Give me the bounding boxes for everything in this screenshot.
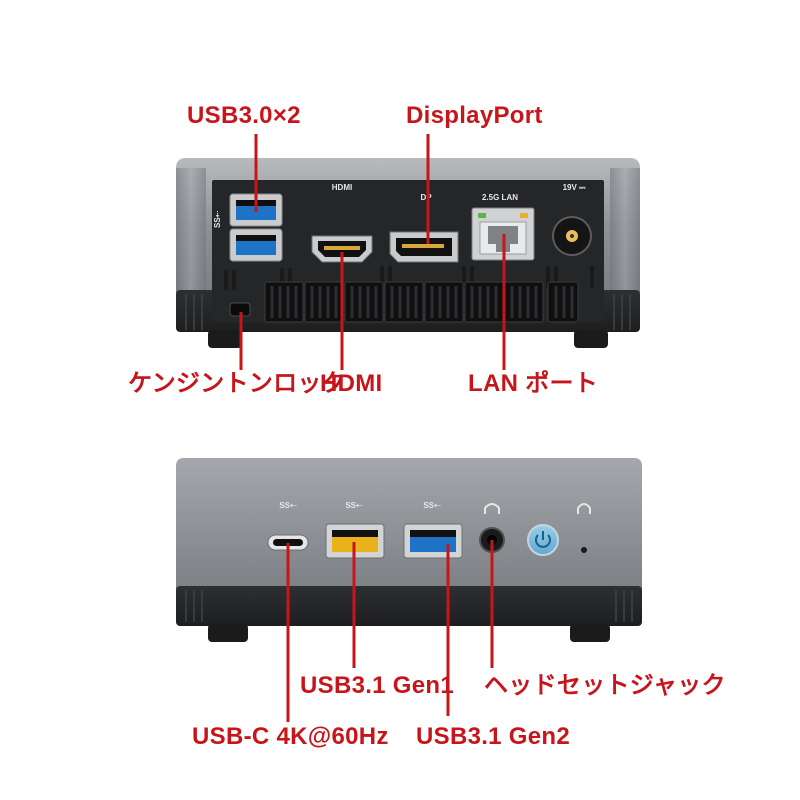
headphone-icon xyxy=(484,503,500,514)
front-usb31-gen1-port: SS⇠ xyxy=(325,501,385,559)
front-ss-usb-icon-2: SS⇠ xyxy=(423,501,441,510)
rear-dc-in: 19V ⎓ xyxy=(552,183,592,256)
callout-headset-jack: ヘッドセットジャック xyxy=(484,672,726,699)
callout-lan-port: LAN ポート xyxy=(468,370,599,397)
callout-usb30x2: USB3.0×2 xyxy=(187,102,301,129)
front-foot-left xyxy=(208,624,248,642)
callout-kensington-lock: ケンジントンロック xyxy=(128,370,346,397)
rear-displayport: DP xyxy=(389,193,459,263)
rear-dc-label: 19V ⎓ xyxy=(563,183,586,192)
rear-view: SS⇠ HDMI DP 2.5G LAN 19V ⎓ xyxy=(176,158,640,348)
mic-icon xyxy=(577,503,591,514)
callout-hdmi: HDMI xyxy=(320,370,383,397)
callout-usb31-gen1: USB3.1 Gen1 xyxy=(300,672,455,699)
front-ss-usbc-icon: SS⇠ xyxy=(279,501,297,510)
rear-hdmi-label: HDMI xyxy=(332,183,352,192)
callout-usbc-4k: USB-C 4K@60Hz xyxy=(192,723,389,750)
front-usbc-port: SS⇠ xyxy=(267,501,309,551)
vent-grid xyxy=(224,266,594,290)
power-button-icon xyxy=(535,534,551,548)
rear-foot-right xyxy=(574,330,608,348)
rear-ss-usb-icon: SS⇠ xyxy=(213,210,222,228)
callout-lines xyxy=(239,134,506,722)
front-ss-usb-icon-1: SS⇠ xyxy=(345,501,363,510)
front-view: SS⇠ SS⇠ SS⇠ xyxy=(176,458,642,642)
rear-foot-left xyxy=(208,330,242,348)
callout-usb31-gen2: USB3.1 Gen2 xyxy=(416,723,571,750)
rear-dp-label: DP xyxy=(420,193,432,202)
front-foot-right xyxy=(570,624,610,642)
front-bottom-band xyxy=(176,586,642,626)
power-button xyxy=(527,524,559,556)
callout-displayport: DisplayPort xyxy=(406,102,543,129)
rear-hdmi-port: HDMI xyxy=(311,183,373,263)
rear-lan-label: 2.5G LAN xyxy=(482,193,518,202)
status-led xyxy=(581,547,587,553)
